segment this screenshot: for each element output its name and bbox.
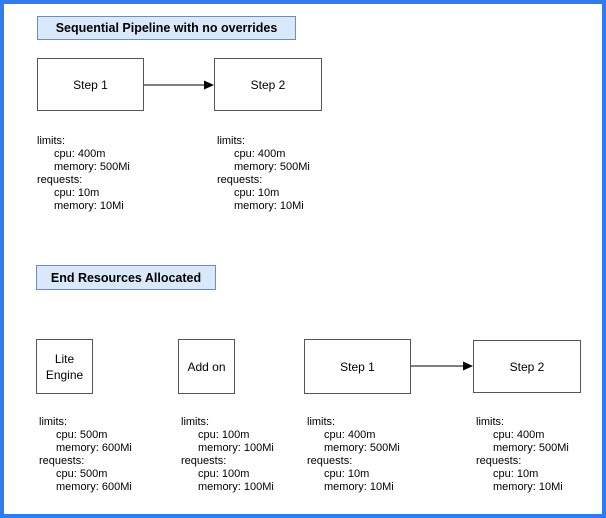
res-line: cpu: 10m <box>234 187 280 199</box>
section-title-sequential-pipeline: Sequential Pipeline with no overrides <box>37 16 296 40</box>
res-line: limits: <box>307 416 336 428</box>
node-label: Step 2 <box>509 359 545 374</box>
res-line: requests: <box>181 455 227 467</box>
res-line: memory: 10Mi <box>324 481 394 493</box>
res-line: limits: <box>217 135 246 147</box>
res-line: requests: <box>307 455 353 467</box>
res-line: memory: 500Mi <box>493 442 569 454</box>
arrow-step1-to-step2-end <box>411 361 473 371</box>
node-step2-pipeline: Step 2 <box>214 58 322 111</box>
res-line: cpu: 400m <box>324 429 376 441</box>
res-line: memory: 600Mi <box>56 481 132 493</box>
res-line: limits: <box>181 416 210 428</box>
res-line: cpu: 400m <box>54 148 106 160</box>
res-line: memory: 100Mi <box>198 481 274 493</box>
res-line: memory: 500Mi <box>54 161 130 173</box>
res-line: cpu: 500m <box>56 429 108 441</box>
res-line: requests: <box>217 174 263 186</box>
res-line: cpu: 500m <box>56 468 108 480</box>
node-add-on: Add on <box>178 339 235 394</box>
res-line: cpu: 400m <box>493 429 545 441</box>
res-line: cpu: 10m <box>324 468 370 480</box>
res-line: memory: 600Mi <box>56 442 132 454</box>
res-line: cpu: 100m <box>198 429 250 441</box>
arrow-step1-to-step2 <box>144 80 214 90</box>
res-line: memory: 500Mi <box>234 161 310 173</box>
node-label: Lite Engine <box>45 351 84 382</box>
res-line: limits: <box>37 135 66 147</box>
res-line: memory: 100Mi <box>198 442 274 454</box>
resource-block-add-on: limits: cpu: 100m memory: 100Mi requests… <box>181 416 274 494</box>
node-step1-pipeline: Step 1 <box>37 58 144 111</box>
res-line: limits: <box>39 416 68 428</box>
res-line: cpu: 10m <box>493 468 539 480</box>
res-line: memory: 10Mi <box>54 200 124 212</box>
res-line: cpu: 10m <box>54 187 100 199</box>
section-title-end-resources: End Resources Allocated <box>36 265 216 290</box>
resource-block-lite-engine: limits: cpu: 500m memory: 600Mi requests… <box>39 416 132 494</box>
res-line: requests: <box>476 455 522 467</box>
node-lite-engine: Lite Engine <box>36 339 93 394</box>
res-line: cpu: 400m <box>234 148 286 160</box>
node-step1-end: Step 1 <box>304 339 411 394</box>
node-step2-end: Step 2 <box>473 340 581 393</box>
resource-block-step2-pipeline: limits: cpu: 400m memory: 500Mi requests… <box>217 135 310 213</box>
res-line: requests: <box>39 455 85 467</box>
res-line: memory: 10Mi <box>493 481 563 493</box>
res-line: cpu: 100m <box>198 468 250 480</box>
node-label: Step 1 <box>340 359 375 374</box>
res-line: requests: <box>37 174 83 186</box>
res-line: memory: 10Mi <box>234 200 304 212</box>
node-label: Add on <box>187 359 226 374</box>
res-line: limits: <box>476 416 505 428</box>
resource-block-step1-end: limits: cpu: 400m memory: 500Mi requests… <box>307 416 400 494</box>
resource-block-step2-end: limits: cpu: 400m memory: 500Mi requests… <box>476 416 569 494</box>
node-label: Step 1 <box>73 77 108 92</box>
res-line: memory: 500Mi <box>324 442 400 454</box>
resource-block-step1-pipeline: limits: cpu: 400m memory: 500Mi requests… <box>37 135 130 213</box>
node-label: Step 2 <box>250 77 286 92</box>
